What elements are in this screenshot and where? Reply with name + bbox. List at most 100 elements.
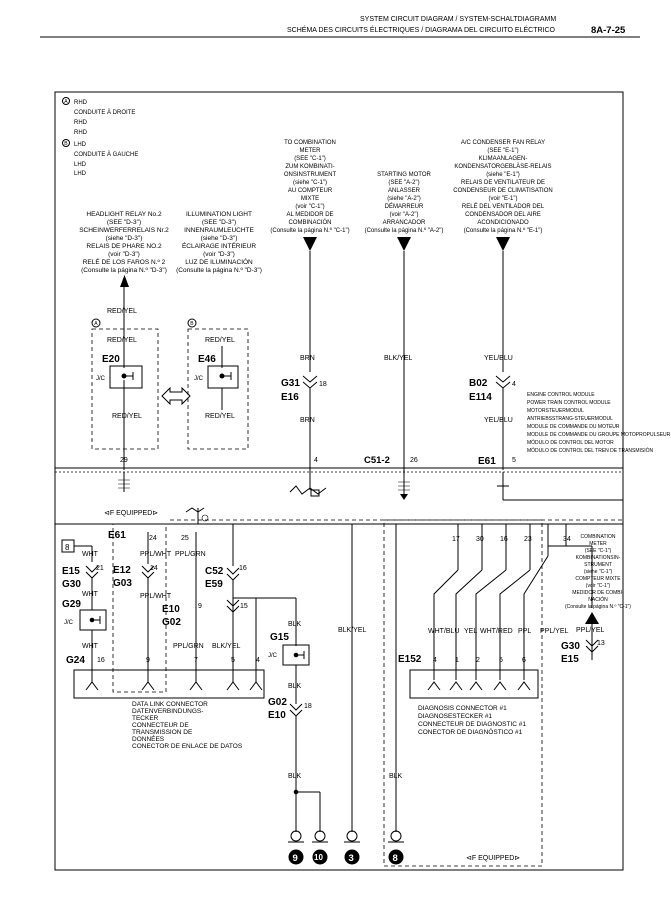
wire-label-blk-yel-1: BLK/YEL (384, 355, 413, 362)
ref-ac-5: RELAIS DE VENTILATEUR DE (461, 180, 545, 186)
ref-ac-0: A/C CONDENSER FAN RELAY (461, 140, 545, 146)
ref-comb-9: AL MEDIDOR DE (286, 212, 333, 218)
connector-e16-label: E16 (281, 392, 299, 403)
connector-e10-label: E10 (162, 604, 180, 615)
wire-label-ppl-yel-2: PPL/YEL (576, 627, 605, 634)
legend-a-line4: RHD (74, 130, 88, 136)
e10-inline-connector (226, 599, 240, 613)
e20-jc-label: J/C (96, 376, 106, 382)
wire-label-red-yel-1: RED/YEL (107, 308, 137, 315)
ecm-ground-symbol (185, 507, 209, 524)
legend-a-line3: RHD (74, 120, 88, 126)
dlc-pin-4: 4 (256, 657, 260, 664)
wire-label-blk-yel-2: BLK/YEL (212, 643, 241, 650)
if-equipped-label-top: ⊲F EQUIPPED⊳ (104, 510, 158, 517)
page-code: 8A-7-25 (591, 25, 626, 36)
connector-e46-label: E46 (198, 354, 216, 365)
legend-a-letter: A (64, 99, 68, 105)
diag-connector-pins (427, 681, 531, 691)
ref-ac-7: (voir "E-1") (489, 196, 518, 202)
legend-a-mark (62, 97, 70, 105)
ref-comb-4: ONSINSTRUMENT (284, 172, 337, 178)
wire-label-red-yel-2: RED/YEL (107, 337, 137, 344)
ref-comb2-0: COMBINATION (581, 534, 616, 540)
connector-e152-label: E152 (398, 654, 422, 665)
ref-illumination-light: ILLUMINATION LIGHT (SEE "D-3") INNENRAUM… (176, 211, 262, 274)
ref-illum-0: ILLUMINATION LIGHT (186, 211, 252, 218)
ref-box-8-label: 8 (65, 543, 70, 552)
ref-headlight-5: (voir "D-3") (108, 251, 140, 258)
wire-label-wht-blu: WHT/BLU (428, 628, 460, 635)
ref-ecm-7: MÓDULO DE CONTROL DEL TREN DE TRANSMISIÓ… (527, 447, 654, 454)
ref-comb-6: AU COMPTEUR (288, 188, 333, 194)
connector-g30-label-2: G30 (561, 641, 580, 652)
ref-ac-4: (siehe "E-1") (486, 172, 520, 178)
ref-headlight-0: HEADLIGHT RELAY No.2 (86, 211, 162, 218)
wire-label-wht-2: WHT (82, 591, 99, 598)
dlc-label-3: CONNECTEUR DE (132, 722, 189, 729)
dlc-label-2: TECKER (132, 715, 159, 722)
g31-pin-18: 18 (319, 381, 327, 388)
wire-wht-blu (433, 569, 459, 680)
ref-starting-motor: STARTING MOTOR (SEE "A-2") ANLASSER (sie… (365, 172, 444, 234)
g30-inline-connector (585, 639, 599, 653)
ref-illum-6: LUZ DE ILUMINACIÓN (185, 257, 253, 266)
dlc-label-0: DATA LINK CONNECTOR (132, 701, 208, 708)
g15-jc-label: J/C (268, 653, 278, 659)
ref-ac-6: CONDENSEUR DE CLIMATISATION (453, 188, 552, 194)
wire-label-wht-red: WHT/RED (480, 628, 513, 635)
dlc-label-1: DATENVERBINDUNGS- (132, 708, 203, 715)
dlc-label: DATA LINK CONNECTOR DATENVERBINDUNGS- TE… (132, 701, 243, 750)
wire-label-ppl-wht-1: PPL/WHT (140, 551, 172, 558)
ref-combination-meter: TO COMBINATION METER (SEE "C-1") ZUM KOM… (270, 140, 349, 234)
arrow-up-combination-2 (585, 612, 599, 624)
wire-wht-red (475, 569, 507, 680)
e15-pin-21: 21 (96, 565, 104, 572)
e46-optional-box (187, 328, 249, 450)
diag-label-1: DIAGNOSESTECKER #1 (418, 713, 492, 720)
wire-label-ppl-grn-2: PPL/GRN (173, 643, 204, 650)
g02-inline-connector (289, 703, 303, 717)
e20-option-a-mark (91, 318, 101, 328)
connector-g30-label: G30 (62, 579, 81, 590)
connector-g29-label: G29 (62, 599, 81, 610)
legend: A RHD CONDUITE À DROITE RHD RHD B LHD CO… (62, 97, 138, 177)
e46-jc-label: J/C (194, 376, 204, 382)
ecm-pin-16: 16 (500, 536, 508, 543)
dlc-pin-9: 9 (146, 657, 150, 664)
e20-option-a-letter: A (94, 321, 98, 327)
legend-a-line1: RHD (74, 100, 88, 106)
arrow-down-starting (397, 237, 411, 251)
ground-8: 8 (388, 830, 404, 865)
ref-headlight-7: (Consulte la página N.º "D-3") (81, 267, 167, 274)
diag-pin-6: 6 (522, 657, 526, 664)
data-link-connector (73, 669, 265, 699)
g03-optional-box (112, 523, 167, 693)
ref-headlight-4: RELAIS DE PHARE NO.2 (86, 243, 162, 250)
c52-inline-connector (226, 567, 240, 581)
legend-b-mark (62, 139, 70, 147)
diag-pin-2: 2 (476, 657, 480, 664)
legend-b-letter: B (64, 141, 68, 147)
ref-comb-8: (voir "C-1") (295, 204, 324, 210)
wire-ppl-diag (499, 569, 531, 680)
wire-label-ppl-grn-1: PPL/GRN (175, 551, 206, 558)
ref-illum-2: INNENRAUMLEUCHTE (184, 227, 254, 234)
ref-comb2-4: STRUMENT (584, 562, 612, 568)
dlc-pin-5: 5 (231, 657, 235, 664)
diag-label-0: DIAGNOSIS CONNECTOR #1 (418, 705, 507, 712)
connector-e114-label: E114 (469, 392, 492, 403)
dlc-pin-7: 7 (194, 657, 198, 664)
ref-headlight-1: (SEE "D-3") (107, 219, 141, 226)
ref-start-7: (Consulte la página N.º "A-2") (365, 227, 444, 234)
connector-e12-label: E12 (113, 565, 131, 576)
wire-label-yel-blu-2: YEL/BLU (484, 417, 513, 424)
wire-label-ppl: PPL (518, 628, 531, 635)
e20-joint-connector (109, 365, 143, 389)
ref-start-5: (voir "A-2") (390, 212, 419, 218)
diag-pin-5: 5 (499, 657, 503, 664)
ref-ecm-4: MODULE DE COMMANDE DU MOTEUR (527, 424, 620, 430)
ecm-pin-34: 34 (563, 536, 571, 543)
ref-start-3: (siehe "A-2") (387, 196, 421, 202)
